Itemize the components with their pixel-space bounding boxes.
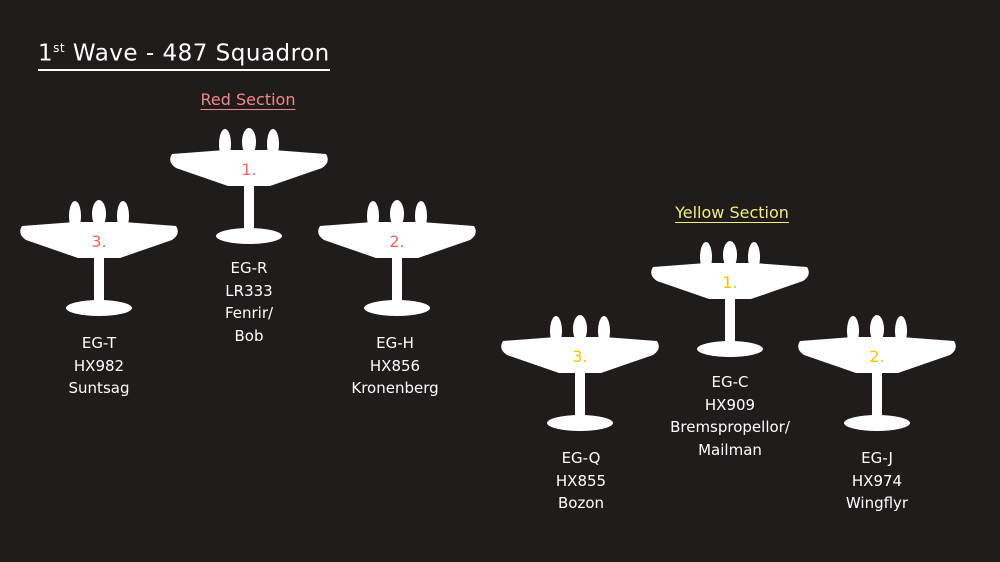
pilot-name: Mailman xyxy=(698,440,762,459)
red-section-heading: Red Section xyxy=(200,90,296,109)
position-number: 1. xyxy=(241,160,257,179)
aircraft-serial: HX909 xyxy=(704,395,756,414)
aircraft-icon: 1. xyxy=(168,128,330,248)
aircraft-code: EG-R xyxy=(230,259,268,277)
aircraft-serial: LR333 xyxy=(225,281,273,300)
aircraft-icon: 2. xyxy=(316,200,478,320)
position-number: 1. xyxy=(722,273,738,292)
position-number: 2. xyxy=(389,232,405,251)
pilot-name: Bozon xyxy=(557,494,605,512)
aircraft-icon: 2. xyxy=(796,315,958,435)
aircraft-serial: HX856 xyxy=(369,356,421,375)
aircraft-code: EG-H xyxy=(376,334,414,352)
aircraft-serial: HX974 xyxy=(851,471,903,490)
aircraft-serial: HX855 xyxy=(555,471,607,490)
yellow-section-heading: Yellow Section xyxy=(675,203,789,222)
title-ordinal: 1 xyxy=(38,40,54,67)
aircraft-icon: 1. xyxy=(649,241,811,361)
aircraft-icon: 3. xyxy=(18,200,180,320)
pilot-name: Suntsag xyxy=(68,379,130,397)
position-number: 3. xyxy=(91,232,107,251)
pilot-name: Wingflyr xyxy=(845,494,909,512)
pilot-name: Bob xyxy=(234,326,264,345)
aircraft-icon: 3. xyxy=(499,315,661,435)
pilot-name: Kronenberg xyxy=(351,379,439,397)
aircraft-code: EG-Q xyxy=(561,449,601,467)
aircraft-code: EG-C xyxy=(711,373,749,391)
position-number: 3. xyxy=(572,347,588,366)
aircraft-serial: HX982 xyxy=(73,356,125,375)
aircraft-code: EG-J xyxy=(861,449,893,467)
title-ordinal-suffix: st xyxy=(53,41,66,55)
aircraft-code: EG-T xyxy=(81,334,117,352)
pilot-name: Bremspropellor/ xyxy=(670,418,790,436)
pilot-name: Fenrir/ xyxy=(224,304,274,322)
page-title: 1st Wave - 487 Squadron xyxy=(38,34,330,71)
position-number: 2. xyxy=(869,347,885,366)
title-text: Wave - 487 Squadron xyxy=(65,40,330,67)
